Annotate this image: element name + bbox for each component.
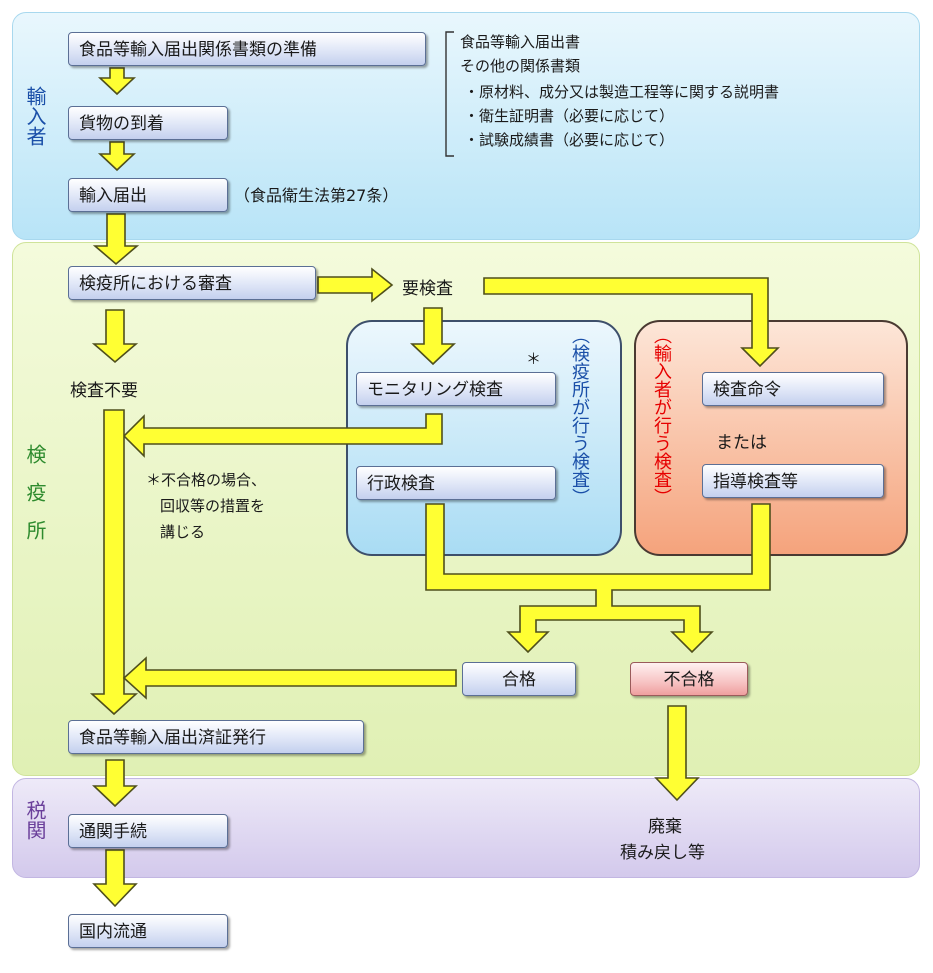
importer-zone-label: 輸入者 <box>23 86 47 146</box>
pass-box: 合格 <box>462 662 576 696</box>
documents-item-3: ・試験成績書（必要に応じて） <box>464 131 675 149</box>
arrow-required-to-monitoring <box>410 307 456 366</box>
certificate-issue-box: 食品等輸入届出済証発行 <box>68 720 364 754</box>
arrow-notification-to-review <box>92 213 140 266</box>
arrow-merge-results <box>425 503 771 654</box>
prepare-documents-box: 食品等輸入届出関係書類の準備 <box>68 32 426 66</box>
documents-line-1: 食品等輸入届出書 <box>460 33 581 51</box>
quarantine-inspection-label: （検疫所が行う検査） <box>569 326 590 506</box>
arrow-review-to-no-inspection <box>91 309 139 364</box>
disposal-label: 廃棄 <box>648 817 682 837</box>
arrow-customs-to-domestic <box>92 849 138 908</box>
arrow-certificate-to-customs <box>92 759 138 808</box>
footnote-line-1: ＊不合格の場合、 <box>146 471 267 489</box>
importer-inspection-panel <box>634 320 908 556</box>
customs-zone-label: 税関 <box>23 800 47 840</box>
customs-clearance-box: 通関手続 <box>68 814 228 848</box>
law-reference: （食品衛生法第27条） <box>234 186 399 205</box>
monitoring-asterisk: ＊ <box>526 350 542 368</box>
documents-bracket <box>445 31 454 157</box>
arrow-prepare-to-arrival <box>97 67 137 96</box>
inspection-required-label: 要検査 <box>402 279 453 299</box>
arrow-no-inspection-to-certificate <box>89 409 139 716</box>
monitoring-inspection-box: モニタリング検査 <box>356 372 556 406</box>
reshipment-label: 積み戻し等 <box>620 843 705 863</box>
documents-item-2: ・衛生証明書（必要に応じて） <box>464 107 675 125</box>
cargo-arrival-box: 貨物の到着 <box>68 106 228 140</box>
inspection-order-box: 検査命令 <box>702 372 884 406</box>
footnote-line-3: 講じる <box>160 523 206 541</box>
arrow-pass-to-certificate <box>122 656 457 700</box>
import-notification-box: 輸入届出 <box>68 178 228 212</box>
footnote-line-2: 回収等の措置を <box>160 497 266 515</box>
or-label: または <box>716 433 767 453</box>
arrow-review-to-inspection-required <box>317 267 394 303</box>
fail-box: 不合格 <box>630 662 748 696</box>
documents-item-1: ・原材料、成分又は製造工程等に関する説明書 <box>464 83 780 101</box>
arrow-monitoring-to-left <box>122 413 443 458</box>
arrow-required-to-order <box>483 277 780 368</box>
importer-inspection-label: （輸入者が行う検査） <box>651 326 672 506</box>
administrative-inspection-box: 行政検査 <box>356 466 556 500</box>
no-inspection-label: 検査不要 <box>70 381 138 401</box>
guidance-inspection-box: 指導検査等 <box>702 464 884 498</box>
documents-line-2: その他の関係書類 <box>460 57 581 75</box>
quarantine-zone-label: 検疫所 <box>23 444 47 558</box>
arrow-fail-to-disposal <box>654 705 700 802</box>
arrow-arrival-to-notification <box>97 141 137 172</box>
domestic-distribution-box: 国内流通 <box>68 914 228 948</box>
quarantine-review-box: 検疫所における審査 <box>68 266 316 300</box>
